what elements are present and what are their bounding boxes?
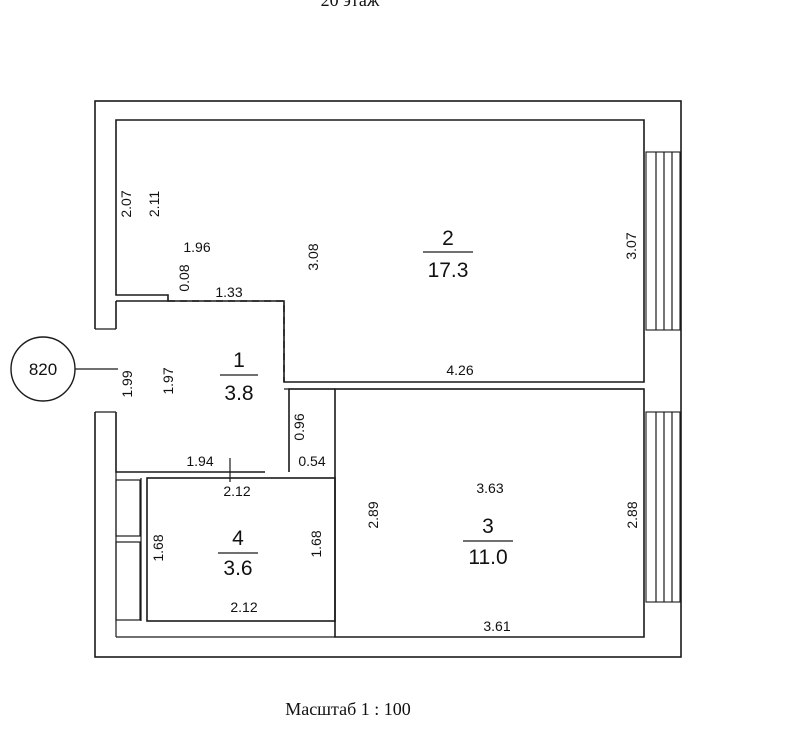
dim-3-07: 3.07 [623,232,639,259]
room-label-4: 4 3.6 [218,527,258,580]
outer-wall [94,100,682,658]
dim-4-26: 4.26 [446,362,473,378]
dim-2-89: 2.89 [365,501,381,528]
room-2-number: 2 [442,227,454,250]
hall-partition [168,300,285,382]
entrance-opening [93,329,119,412]
scale-label: Масштаб 1 : 100 [285,699,411,719]
dim-1-96: 1.96 [183,239,210,255]
window-room-2 [645,151,681,331]
dim-1-68-left: 1.68 [150,534,166,561]
room-3-number: 3 [482,515,494,538]
dim-1-33: 1.33 [215,284,242,300]
window-room-3 [645,411,681,603]
room-4-area: 3.6 [223,557,252,580]
room-1-number: 1 [233,349,245,372]
dim-2-11: 2.11 [146,191,162,217]
dim-3-08: 3.08 [305,243,321,270]
floor-label: 20 этаж [321,0,380,10]
dim-3-63: 3.63 [476,480,503,496]
room-label-3: 3 11.0 [463,515,513,569]
dim-1-97: 1.97 [160,367,176,394]
room-3-outline [334,388,645,638]
dim-2-12-bottom: 2.12 [230,599,257,615]
dim-3-61: 3.61 [483,618,510,634]
dim-1-68-right: 1.68 [308,530,324,557]
room-2-outline [115,119,645,383]
duct-upper [115,479,141,537]
room-label-1: 1 3.8 [220,349,258,405]
dim-0-54: 0.54 [298,453,325,469]
room-2-area: 17.3 [428,259,469,282]
dim-2-07: 2.07 [118,190,134,217]
dim-2-88: 2.88 [624,501,640,528]
dim-1-94: 1.94 [186,453,213,469]
dim-1-99: 1.99 [119,370,135,397]
dim-0-96: 0.96 [291,413,307,440]
room-3-area: 11.0 [468,546,507,569]
dim-0-08: 0.08 [176,264,192,291]
room-1-area: 3.8 [224,382,253,405]
duct-lower [115,541,141,621]
room-4-number: 4 [232,527,244,550]
apartment-number: 820 [29,360,57,379]
room-label-2: 2 17.3 [423,227,473,282]
dim-2-12-top: 2.12 [223,483,250,499]
room-4-outline [146,477,336,622]
